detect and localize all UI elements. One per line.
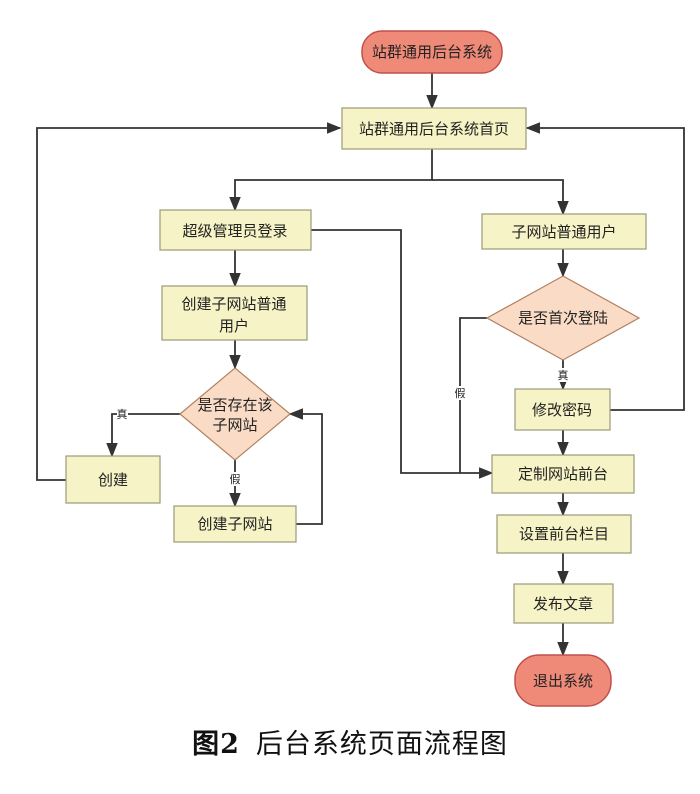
process-set-columns: 设置前台栏目 xyxy=(496,514,632,554)
process-sub-user: 子网站普通用户 xyxy=(481,213,647,250)
process-create-label: 创建 xyxy=(98,471,128,489)
process-home: 站群通用后台系统首页 xyxy=(341,107,527,150)
process-change-password-label: 修改密码 xyxy=(532,401,592,419)
figure-title: 后台系统页面流程图 xyxy=(255,729,508,760)
edge-home-admin xyxy=(229,149,433,212)
process-admin-login-label: 超级管理员登录 xyxy=(182,222,287,240)
edge-label-true-1-group: 真 xyxy=(117,407,128,421)
process-home-label: 站群通用后台系统首页 xyxy=(359,120,509,138)
process-create-sub-user-line2: 用户 xyxy=(219,317,249,335)
edge-password-home xyxy=(525,122,685,411)
decision-site-exists: 是否存在该 子网站 xyxy=(179,367,291,461)
decision-site-exists-line2: 子网站 xyxy=(212,416,257,434)
process-create-sub-user: 创建子网站普通 用户 xyxy=(161,285,308,341)
figure-caption: 图2 后台系统页面流程图 xyxy=(0,722,700,761)
process-publish-article: 发布文章 xyxy=(513,583,614,624)
terminal-start: 站群通用后台系统 xyxy=(361,30,503,74)
edge-label-true-2: 真 xyxy=(558,368,569,382)
figure-number: 图2 xyxy=(192,729,240,760)
decision-site-exists-line1: 是否存在该 xyxy=(197,396,272,414)
process-create-sub-user-line1: 创建子网站普通 xyxy=(181,295,286,313)
process-create-sub-site: 创建子网站 xyxy=(173,505,297,543)
process-change-password: 修改密码 xyxy=(514,388,611,431)
decision-first-login: 是否首次登陆 xyxy=(485,275,641,361)
process-create: 创建 xyxy=(65,455,161,504)
edge-decision-create xyxy=(106,413,180,458)
edge-label-false-1-group: 假 xyxy=(229,472,241,486)
terminal-exit-label: 退出系统 xyxy=(533,672,593,690)
process-admin-login: 超级管理员登录 xyxy=(159,209,312,251)
process-sub-user-label: 子网站普通用户 xyxy=(511,223,616,241)
edge-label-false-2: 假 xyxy=(455,386,466,400)
edge-label-false-2-group: 假 xyxy=(454,386,466,400)
process-create-sub-site-label: 创建子网站 xyxy=(197,515,272,533)
edge-create-home xyxy=(36,122,342,481)
process-customize-frontend-label: 定制网站前台 xyxy=(518,465,608,483)
edge-label-true-1: 真 xyxy=(117,407,128,421)
edge-admin-customize xyxy=(311,229,494,479)
terminal-exit: 退出系统 xyxy=(514,654,612,707)
process-publish-article-label: 发布文章 xyxy=(533,595,593,613)
edge-home-subuser xyxy=(432,179,569,216)
edge-createsite-decision xyxy=(288,408,323,525)
terminal-start-label: 站群通用后台系统 xyxy=(372,43,492,61)
edge-label-true-2-group: 真 xyxy=(557,368,569,382)
process-customize-frontend: 定制网站前台 xyxy=(491,454,635,494)
edge-label-false-1: 假 xyxy=(230,472,241,486)
process-set-columns-label: 设置前台栏目 xyxy=(519,525,609,543)
decision-first-login-label: 是否首次登陆 xyxy=(518,309,608,327)
edge-firstlogin-customize xyxy=(459,317,487,473)
